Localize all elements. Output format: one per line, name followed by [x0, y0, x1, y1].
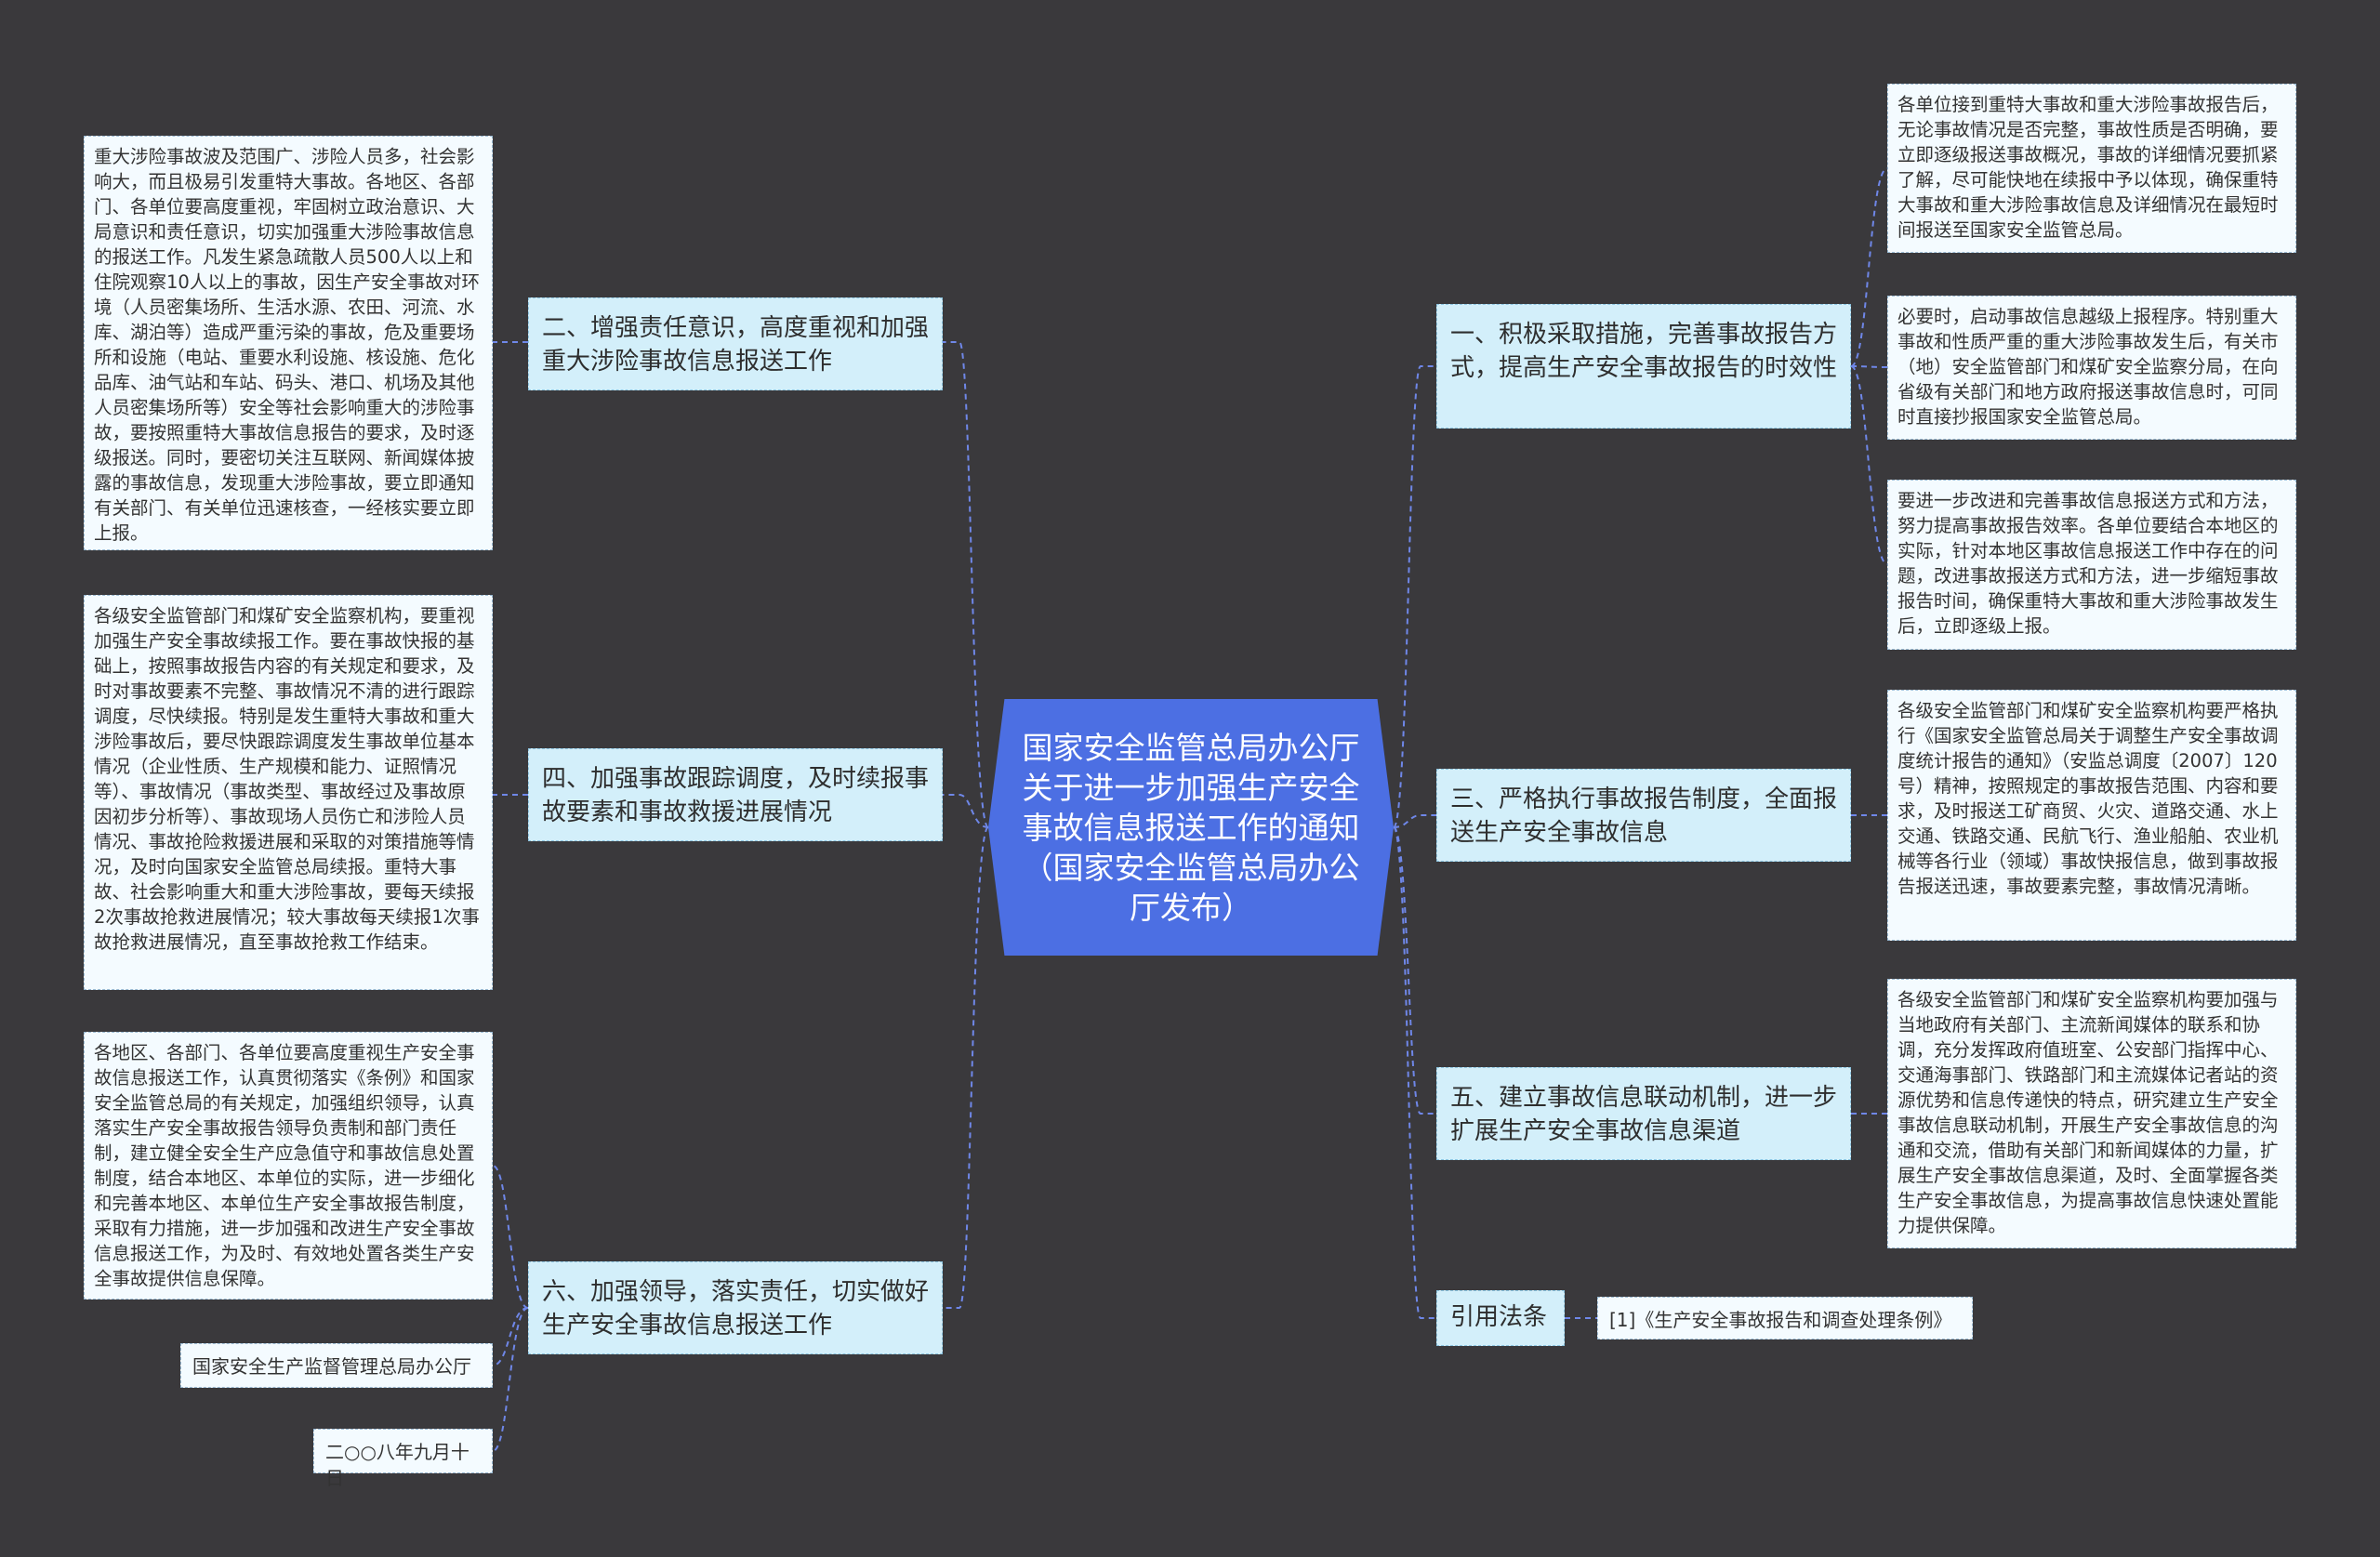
root-topic[interactable]: 国家安全监管总局办公厅关于进一步加强生产安全事故信息报送工作的通知（国家安全监管… [988, 699, 1394, 956]
connector-root-b1 [1393, 365, 1436, 828]
connector-root-cite [1393, 826, 1436, 1319]
branch-6-detail-1-text: 各地区、各部门、各单位要高度重视生产安全事故信息报送工作，认真贯彻落实《条例》和… [94, 1042, 475, 1289]
branch-3-label: 三、严格执行事故报告制度，全面报送生产安全事故信息 [1450, 785, 1838, 847]
branch-5-detail-text: 各级安全监管部门和煤矿安全监察机构要加强与当地政府有关部门、主流新闻媒体的联系和… [1897, 989, 2279, 1236]
branch-1-detail-3[interactable]: 要进一步改进和完善事故信息报送方式和方法，努力提高事故报告效率。各单位要结合本地… [1887, 480, 2296, 650]
branch-cited-laws[interactable]: 引用法条 [1436, 1290, 1565, 1346]
branch-6-detail-date[interactable]: 二○○八年九月十日 [313, 1429, 493, 1489]
connector-root-b5 [1393, 826, 1436, 1115]
branch-3-detail-text: 各级安全监管部门和煤矿安全监察机构要严格执行《国家安全监管总局关于调整生产安全事… [1897, 700, 2279, 897]
connector-root-b6 [943, 826, 989, 1309]
branch-4-detail-text: 各级安全监管部门和煤矿安全监察机构，要重视加强生产安全事故续报工作。要在事故快报… [94, 605, 480, 953]
branch-1-detail-2-text: 必要时，启动事故信息越级上报程序。特别重大事故和性质严重的重大涉险事故发生后，有… [1897, 306, 2279, 428]
branch-1-label: 一、积极采取措施，完善事故报告方式，提高生产安全事故报告的时效性 [1450, 321, 1838, 382]
connector-b1-d3 [1850, 365, 1888, 565]
branch-3-reporting-system[interactable]: 三、严格执行事故报告制度，全面报送生产安全事故信息 [1436, 769, 1851, 862]
connector-root-b2 [943, 341, 989, 828]
branch-6-date-text: 二○○八年九月十日 [325, 1441, 469, 1489]
branch-6-issuer-text: 国家安全生产监督管理总局办公厅 [192, 1355, 471, 1378]
branch-1-detail-2[interactable]: 必要时，启动事故信息越级上报程序。特别重大事故和性质严重的重大涉险事故发生后，有… [1887, 296, 2296, 440]
connector-root-b3 [1393, 814, 1436, 828]
branch-2-detail-text: 重大涉险事故波及范围广、涉险人员多，社会影响大，而且极易引发重特大事故。各地区、… [94, 146, 480, 544]
branch-1-detail-1-text: 各单位接到重特大事故和重大涉险事故报告后，无论事故情况是否完整，事故性质是否明确… [1897, 94, 2279, 241]
branch-3-detail[interactable]: 各级安全监管部门和煤矿安全监察机构要严格执行《国家安全监管总局关于调整生产安全事… [1887, 690, 2296, 941]
connector-b6-d2 [492, 1307, 529, 1366]
branch-1-detail-1[interactable]: 各单位接到重特大事故和重大涉险事故报告后，无论事故情况是否完整，事故性质是否明确… [1887, 84, 2296, 253]
cited-law-text: [1]《生产安全事故报告和调查处理条例》 [1609, 1309, 1952, 1331]
connector-b6-d1 [492, 1165, 529, 1309]
branch-4-label: 四、加强事故跟踪调度，及时续报事故要素和事故救援进展情况 [542, 765, 930, 826]
connector-b6-d3 [492, 1307, 529, 1452]
branch-cited-laws-label: 引用法条 [1450, 1303, 1548, 1331]
branch-5-label: 五、建立事故信息联动机制，进一步扩展生产安全事故信息渠道 [1450, 1084, 1838, 1145]
branch-6-detail-1[interactable]: 各地区、各部门、各单位要高度重视生产安全事故信息报送工作，认真贯彻落实《条例》和… [84, 1032, 493, 1300]
branch-4-tracking-dispatch[interactable]: 四、加强事故跟踪调度，及时续报事故要素和事故救援进展情况 [528, 748, 943, 841]
cited-law-item[interactable]: [1]《生产安全事故报告和调查处理条例》 [1597, 1297, 1973, 1339]
branch-6-label: 六、加强领导，落实责任，切实做好生产安全事故信息报送工作 [542, 1278, 930, 1339]
branch-6-leadership[interactable]: 六、加强领导，落实责任，切实做好生产安全事故信息报送工作 [528, 1261, 943, 1354]
connector-b1-d2 [1850, 365, 1888, 368]
root-topic-text: 国家安全监管总局办公厅关于进一步加强生产安全事故信息报送工作的通知（国家安全监管… [1022, 729, 1360, 926]
connector-root-b4 [943, 794, 989, 828]
branch-6-detail-issuer[interactable]: 国家安全生产监督管理总局办公厅 [180, 1343, 493, 1388]
branch-4-detail[interactable]: 各级安全监管部门和煤矿安全监察机构，要重视加强生产安全事故续报工作。要在事故快报… [84, 595, 493, 990]
branch-1-active-measures[interactable]: 一、积极采取措施，完善事故报告方式，提高生产安全事故报告的时效性 [1436, 304, 1851, 429]
branch-2-detail[interactable]: 重大涉险事故波及范围广、涉险人员多，社会影响大，而且极易引发重特大事故。各地区、… [84, 136, 493, 550]
branch-1-detail-3-text: 要进一步改进和完善事故信息报送方式和方法，努力提高事故报告效率。各单位要结合本地… [1897, 490, 2279, 637]
branch-5-linkage-mechanism[interactable]: 五、建立事故信息联动机制，进一步扩展生产安全事故信息渠道 [1436, 1067, 1851, 1160]
branch-5-detail[interactable]: 各级安全监管部门和煤矿安全监察机构要加强与当地政府有关部门、主流新闻媒体的联系和… [1887, 979, 2296, 1248]
branch-2-responsibility[interactable]: 二、增强责任意识，高度重视和加强重大涉险事故信息报送工作 [528, 297, 943, 390]
connector-b1-d1 [1850, 167, 1888, 367]
branch-2-label: 二、增强责任意识，高度重视和加强重大涉险事故信息报送工作 [542, 314, 930, 376]
